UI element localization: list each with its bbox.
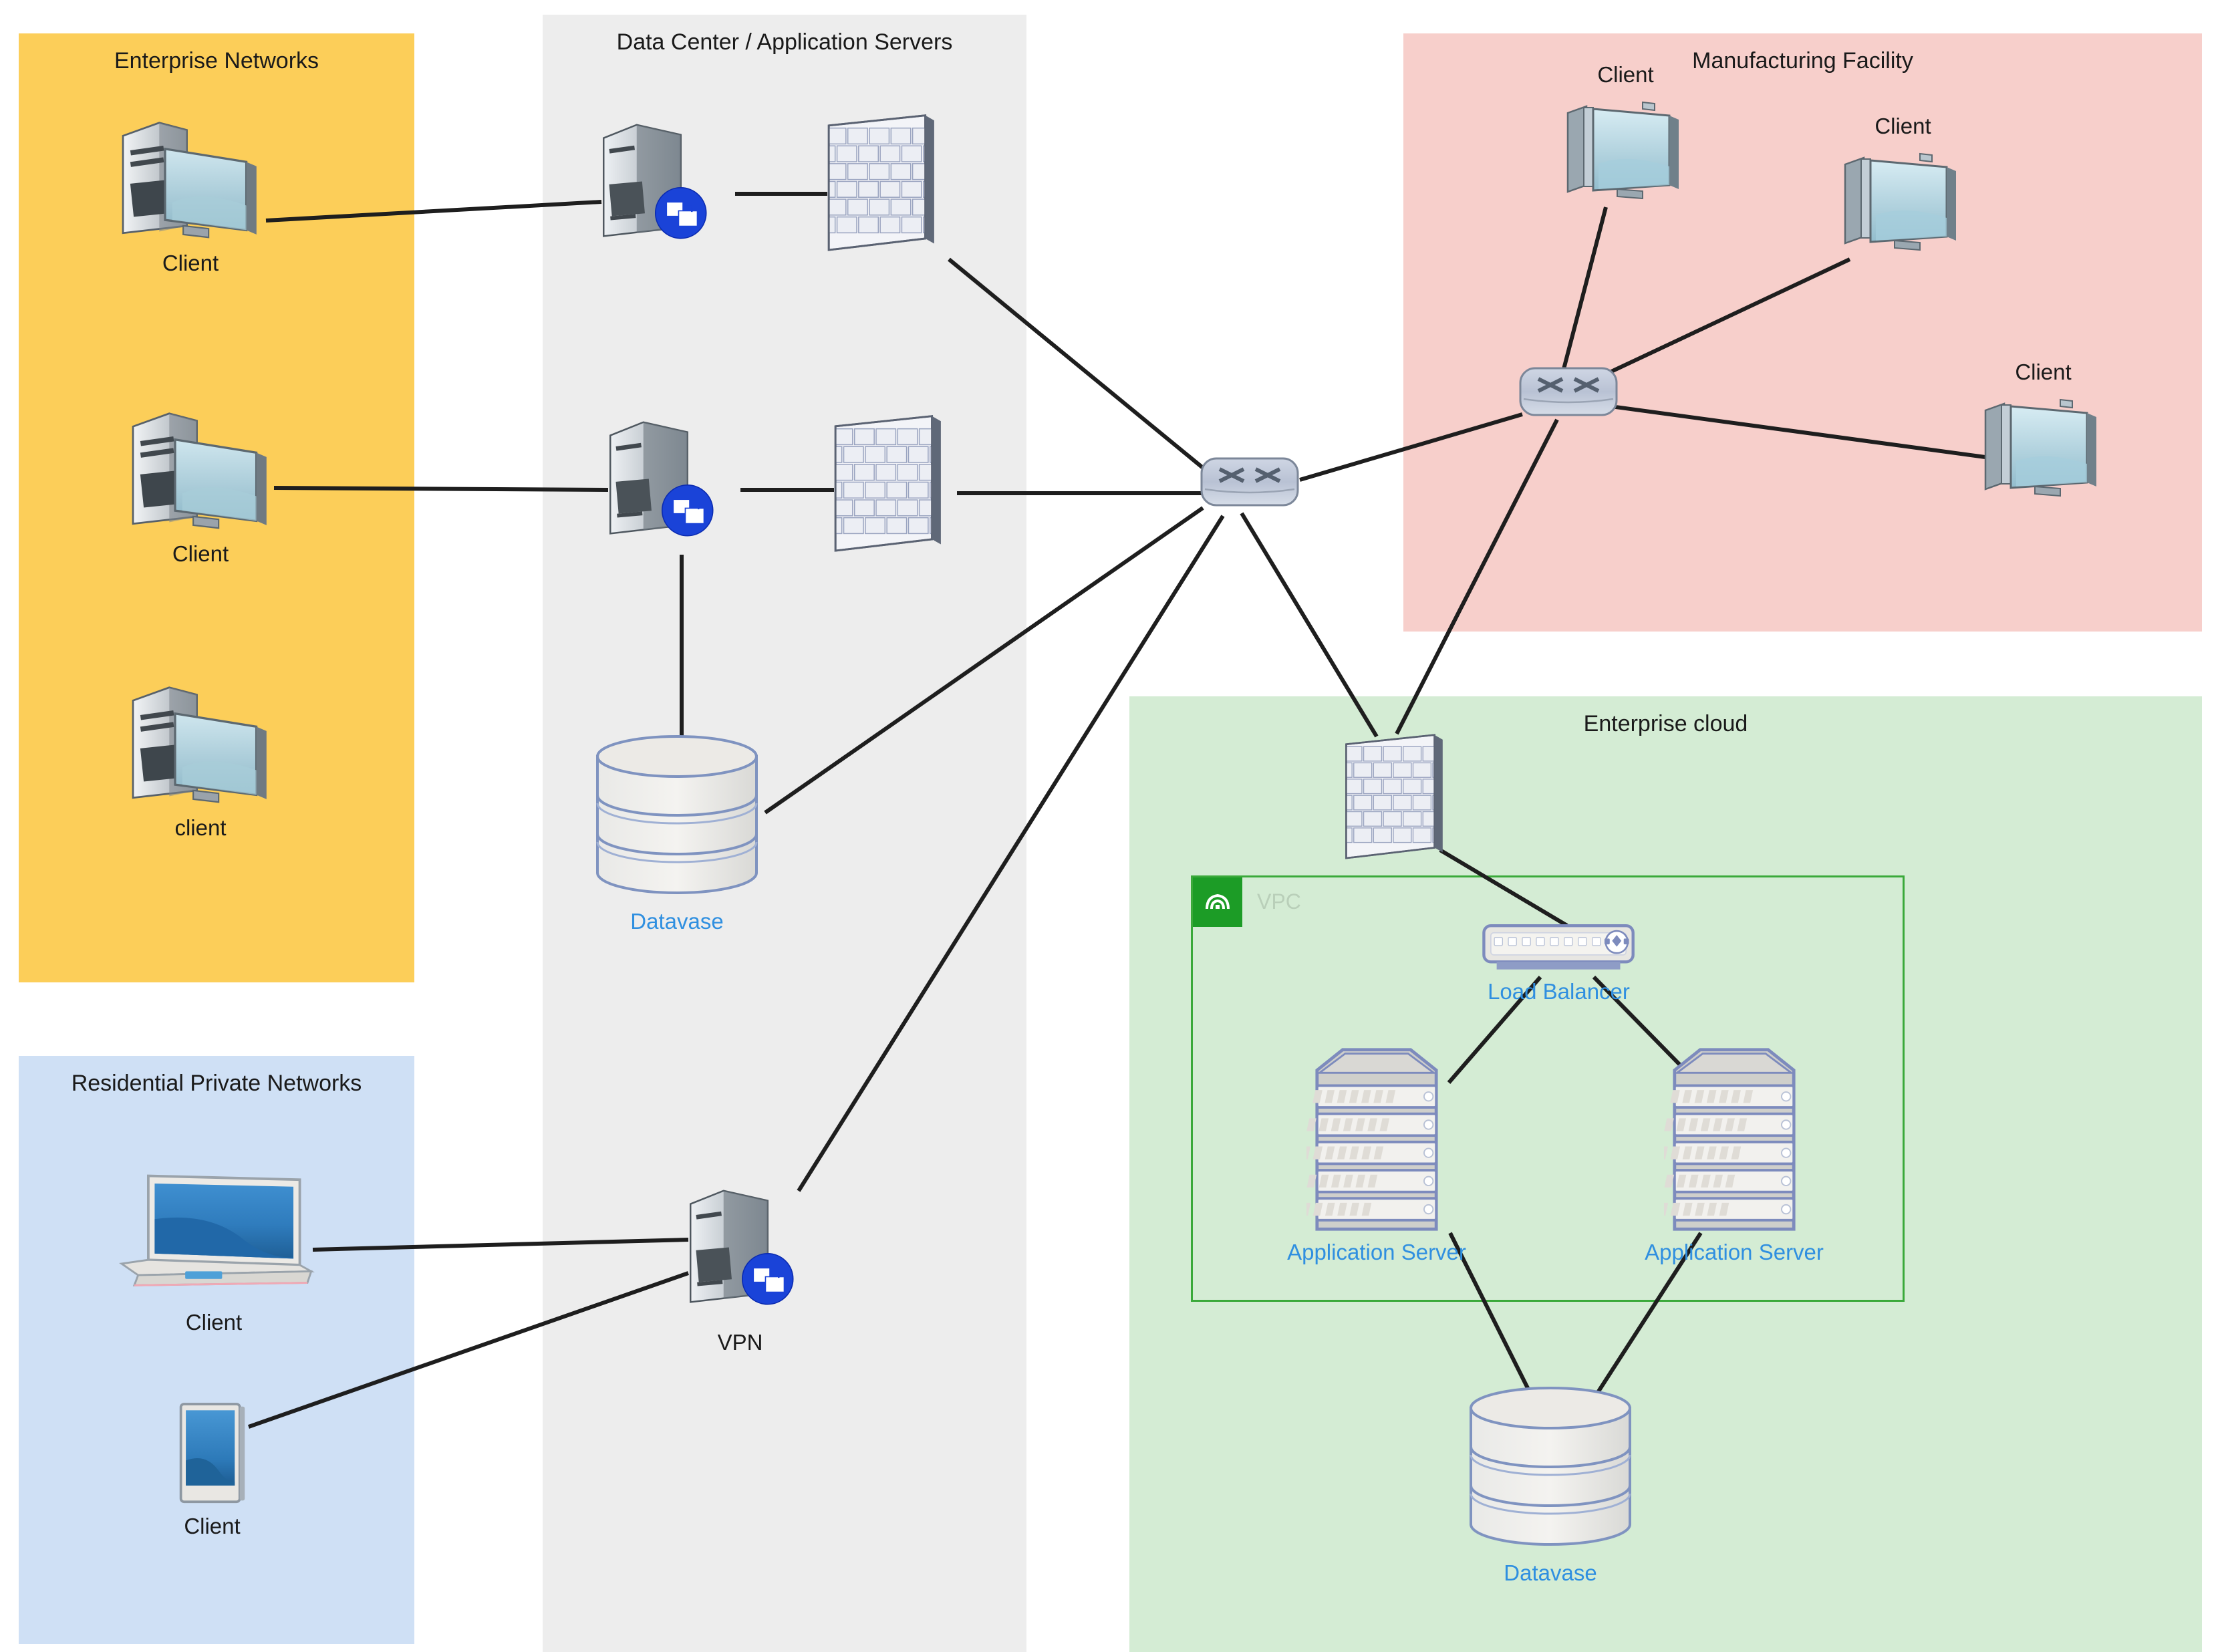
- node-label-rpn-laptop: Client: [185, 1310, 243, 1335]
- workstation-icon: [1564, 97, 1687, 204]
- node-rpn-tablet[interactable]: Client: [177, 1400, 247, 1538]
- server-app-icon: [685, 1180, 795, 1323]
- node-dc-database[interactable]: Datavase: [587, 735, 767, 934]
- node-label-cloud-app-server-1: Application Server: [1287, 1240, 1466, 1264]
- database-icon: [587, 735, 767, 902]
- node-en-client-1[interactable]: Client: [114, 117, 267, 275]
- node-label-cloud-app-server-2: Application Server: [1645, 1240, 1824, 1264]
- zone-title-manufacturing-facility: Manufacturing Facility: [1692, 48, 1913, 74]
- server-app-icon: [605, 411, 715, 555]
- database-icon: [1460, 1387, 1641, 1554]
- node-label-dc-vpn: VPN: [717, 1330, 763, 1355]
- node-dc-firewall-2[interactable]: [825, 414, 952, 561]
- firewall-icon: [819, 114, 946, 261]
- node-label-mf-client-1: Client: [1597, 62, 1654, 87]
- node-cloud-app-server-2[interactable]: Application Server: [1645, 1046, 1824, 1264]
- node-core-router[interactable]: [1200, 454, 1300, 509]
- node-label-mf-client-3: Client: [2015, 360, 2072, 384]
- node-label-cloud-load-balancer: Load Balancer: [1488, 979, 1630, 1004]
- firewall-icon: [1337, 734, 1453, 867]
- node-label-en-client-2: Client: [172, 541, 229, 566]
- tablet-icon: [177, 1400, 247, 1507]
- firewall-icon: [825, 414, 952, 561]
- rack-server-icon: [1664, 1046, 1804, 1233]
- node-cloud-app-server-1[interactable]: Application Server: [1287, 1046, 1466, 1264]
- node-label-en-client-3: client: [174, 815, 227, 840]
- workstation-icon: [1981, 394, 2105, 501]
- load-balancer-icon: [1470, 922, 1647, 972]
- node-label-mf-client-2: Client: [1875, 114, 1931, 138]
- node-dc-server-1[interactable]: [598, 114, 708, 257]
- server-app-icon: [598, 114, 708, 257]
- node-dc-vpn[interactable]: VPN: [685, 1180, 795, 1355]
- node-mf-client-3[interactable]: Client: [1981, 360, 2105, 501]
- zone-residential-private-networks: Residential Private Networks: [19, 1056, 414, 1644]
- node-label-en-client-1: Client: [162, 251, 219, 275]
- node-cloud-load-balancer[interactable]: Load Balancer: [1470, 922, 1647, 1004]
- node-label-dc-database: Datavase: [630, 909, 724, 934]
- desktop-pc-icon: [124, 682, 277, 809]
- node-cloud-database[interactable]: Datavase: [1460, 1387, 1641, 1585]
- node-en-client-3[interactable]: client: [124, 682, 277, 840]
- vpc-label: VPC: [1257, 889, 1301, 914]
- desktop-pc-icon: [114, 117, 267, 244]
- node-dc-server-2[interactable]: [605, 411, 715, 555]
- node-mf-router[interactable]: [1518, 364, 1619, 419]
- node-dc-firewall-1[interactable]: [819, 114, 946, 261]
- node-mf-client-1[interactable]: Client: [1564, 62, 1687, 204]
- vpc-cloud-icon: [1193, 877, 1242, 927]
- workstation-icon: [1841, 148, 1965, 255]
- rack-server-icon: [1306, 1046, 1447, 1233]
- node-mf-client-2[interactable]: Client: [1841, 114, 1965, 255]
- router-icon: [1200, 454, 1300, 509]
- node-label-cloud-database: Datavase: [1504, 1560, 1597, 1585]
- router-icon: [1518, 364, 1619, 419]
- zone-title-residential-private-networks: Residential Private Networks: [71, 1071, 362, 1096]
- desktop-pc-icon: [124, 408, 277, 535]
- zone-title-enterprise-cloud: Enterprise cloud: [1583, 711, 1748, 736]
- node-en-client-2[interactable]: Client: [124, 408, 277, 566]
- zone-title-data-center: Data Center / Application Servers: [616, 29, 953, 55]
- node-label-rpn-tablet: Client: [184, 1514, 241, 1538]
- node-cloud-firewall[interactable]: [1337, 734, 1453, 867]
- laptop-icon: [104, 1169, 324, 1303]
- zone-enterprise-cloud: Enterprise cloud: [1129, 696, 2202, 1652]
- zone-title-enterprise-networks: Enterprise Networks: [114, 48, 319, 74]
- node-rpn-laptop[interactable]: Client: [104, 1169, 324, 1335]
